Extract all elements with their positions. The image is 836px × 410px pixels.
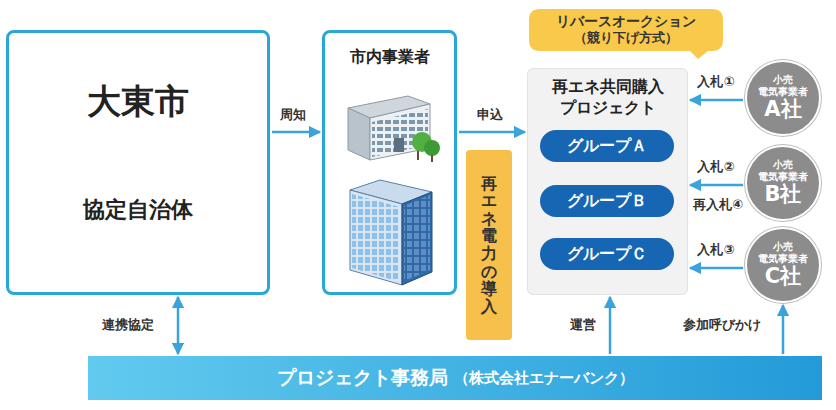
edge-label: 入札③	[695, 242, 736, 259]
retailer-caption: 小売 電気事業者	[755, 159, 811, 183]
group-pill: グループＣ	[540, 238, 674, 270]
edge-label: 参加呼びかけ	[681, 317, 763, 334]
flow-arrow	[459, 131, 525, 134]
flow-arrow	[177, 297, 180, 354]
callout-bubble: リバースオークション（競り下げ方式）	[528, 8, 724, 60]
flow-arrow	[690, 267, 743, 270]
retailer-name: B社	[764, 183, 801, 206]
node-text: グループＣ	[567, 244, 647, 265]
node-text: 大東市	[87, 79, 189, 125]
node-text: プロジェクト事務局	[277, 365, 448, 391]
flow-arrow	[609, 297, 612, 354]
edge-label: 申込	[475, 107, 505, 124]
bubble-shape	[529, 9, 723, 59]
flow-arrow	[272, 131, 320, 134]
node-text: 協定自治体	[83, 195, 193, 225]
node-text: グループＡ	[567, 136, 647, 157]
office-building	[348, 96, 440, 162]
node-text: グループＢ	[567, 191, 647, 212]
node-text: 市内事業者	[350, 47, 430, 68]
municipality-box: 大東市協定自治体	[6, 30, 270, 295]
bid-label: 再入札④	[691, 197, 745, 214]
group-pill: グループＡ	[540, 130, 674, 162]
retailer-circle: 小売 電気事業者B社	[745, 145, 821, 221]
tower-building	[350, 180, 432, 285]
vertical-tag: 再エネ電力の導入	[466, 150, 512, 340]
node-text: 再エネ共同購入 プロジェクト	[538, 77, 678, 119]
edge-label: 入札①	[695, 74, 736, 91]
retailer-caption: 小売 電気事業者	[755, 74, 811, 98]
retailer-circle: 小売 電気事業者A社	[745, 60, 821, 136]
retailer-caption: 小売 電気事業者	[755, 241, 811, 265]
node-text: （株式会社エナーバンク）	[454, 369, 634, 388]
group-pill: グループＢ	[540, 185, 674, 217]
node-text: 再エネ電力の導入	[481, 175, 497, 316]
flow-arrow	[782, 305, 785, 354]
edge-label: 入札②	[695, 159, 736, 176]
business-box: 市内事業者	[322, 30, 457, 295]
edge-label: 運営	[568, 317, 598, 334]
flow-arrow	[690, 99, 743, 102]
retailer-name: C社	[765, 265, 801, 288]
flow-arrow	[690, 184, 743, 187]
office-band: プロジェクト事務局 （株式会社エナーバンク）	[88, 356, 822, 400]
retailer-circle: 小売 電気事業者C社	[745, 227, 821, 303]
edge-label: 周知	[278, 107, 308, 124]
node-text: （競り下げ方式）	[574, 30, 678, 47]
edge-label: 連携協定	[100, 317, 156, 334]
node-text: リバースオークション	[556, 12, 696, 30]
retailer-name: A社	[764, 98, 801, 121]
project-box: 再エネ共同購入 プロジェクトグループＡ グループＢ グループＣ	[527, 68, 688, 295]
